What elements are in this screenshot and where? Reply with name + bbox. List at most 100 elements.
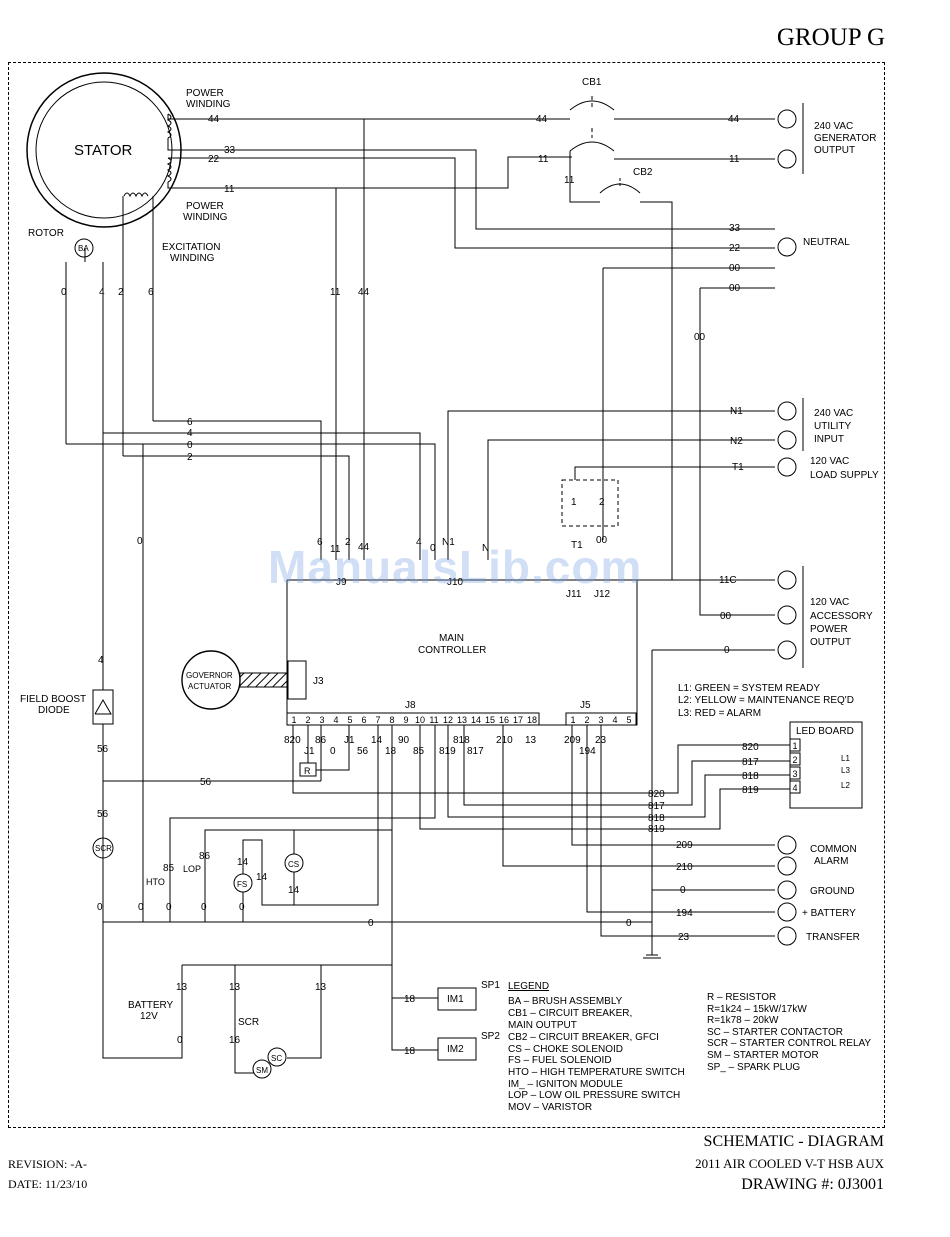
wire-number: 210 — [676, 862, 693, 873]
wire-number: 44 — [728, 114, 740, 125]
j3-label: J3 — [313, 676, 324, 687]
led-pin-3: 3 — [792, 769, 797, 779]
l3-label: L3 — [841, 766, 850, 775]
wire-number: 6 — [187, 417, 193, 428]
led-legend-l1: L1: GREEN = SYSTEM READY — [678, 683, 820, 694]
j8-pin-13: 13 — [457, 715, 467, 725]
legend-title: LEGEND — [508, 981, 549, 992]
battery-label-1: BATTERY — [128, 1000, 174, 1011]
wire-number: MOV – VARISTOR — [508, 1102, 592, 1113]
utility-1: 240 VAC — [814, 408, 853, 419]
l1-label: L1 — [841, 754, 850, 763]
j5-pin-2: 2 — [584, 715, 589, 725]
wire-number: 818 — [742, 771, 759, 782]
wire-number: 2 — [599, 497, 605, 508]
j8-pin-11: 11 — [429, 715, 438, 725]
j5-pin-5: 5 — [626, 715, 631, 725]
j8-pin-1: 1 — [291, 715, 296, 725]
output-lamps — [777, 109, 797, 946]
j8-pin-7: 7 — [375, 715, 380, 725]
wire-number: 0 — [330, 746, 336, 757]
wire-number: FS – FUEL SOLENOID — [508, 1055, 612, 1066]
wire-number: 820 — [284, 735, 301, 746]
wire-number: 0 — [680, 885, 686, 896]
wire-number: 818 — [648, 813, 665, 824]
wire-number: 44 — [536, 114, 548, 125]
wire-number: 6 — [148, 287, 154, 298]
common-alarm-1: COMMON — [810, 844, 857, 855]
wire-number: 0 — [187, 440, 193, 451]
j8-pin-2: 2 — [305, 715, 310, 725]
wire-number: 33 — [729, 223, 741, 234]
j12-label: J12 — [594, 589, 611, 600]
wire-number: 817 — [467, 746, 484, 757]
wire-number: 22 — [208, 154, 220, 165]
wire-number: LOP – LOW OIL PRESSURE SWITCH — [508, 1090, 680, 1101]
led-legend-l3: L3: RED = ALARM — [678, 708, 761, 719]
led-legend-l2: L2: YELLOW = MAINTENANCE REQ'D — [678, 695, 854, 706]
cs-label: CS — [288, 860, 299, 869]
wire-number: 85 — [413, 746, 425, 757]
wire-number: 90 — [398, 735, 410, 746]
wire-number: 00 — [720, 611, 732, 622]
acc-4: OUTPUT — [810, 637, 851, 648]
wire-number: IM_ – IGNITON MODULE — [508, 1079, 623, 1090]
wire-number: J1 — [304, 746, 315, 757]
wire-number: 86 — [315, 735, 327, 746]
wire-number: SCR – STARTER CONTROL RELAY — [707, 1038, 871, 1049]
wire-number: J1 — [344, 735, 355, 746]
power-winding2-label-1: POWER — [186, 201, 224, 212]
j8-pin-18: 18 — [527, 715, 537, 725]
wire-number: 16 — [229, 1035, 241, 1046]
wire-number: 56 — [357, 746, 369, 757]
wire-number: 0 — [626, 918, 632, 929]
j9-label: J9 — [336, 577, 347, 588]
wire-number: N — [482, 543, 489, 554]
wire-number: 56 — [97, 809, 109, 820]
wire-number: 14 — [371, 735, 383, 746]
j5-pin-3: 3 — [598, 715, 603, 725]
sm-label: SM — [256, 1066, 268, 1075]
j8-pin-8: 8 — [389, 715, 394, 725]
wire-number: 85 — [163, 863, 175, 874]
wire-number: R=1k24 – 15kW/17kW — [707, 1004, 807, 1015]
j8-pin-4: 4 — [333, 715, 338, 725]
wire-number: CB1 – CIRCUIT BREAKER, — [508, 1008, 632, 1019]
wire-number: 14 — [256, 872, 268, 883]
rotor-label: ROTOR — [28, 228, 64, 239]
wire-number: 18 — [385, 746, 397, 757]
j8-pin-9: 9 — [403, 715, 408, 725]
wire-number: 4 — [416, 537, 422, 548]
scr-relay-label: SCR — [238, 1017, 259, 1028]
wire-number: 11 — [729, 154, 740, 165]
j8-pin-17: 17 — [513, 715, 523, 725]
utility-2: UTILITY — [814, 421, 852, 432]
wire-number: T1 — [571, 540, 583, 551]
j8-pin-12: 12 — [443, 715, 453, 725]
power-winding2-label-2: WINDING — [183, 212, 228, 223]
j8-pin-5: 5 — [347, 715, 352, 725]
wire-number: R=1k78 – 20kW — [707, 1015, 779, 1026]
title-block-title: SCHEMATIC - DIAGRAM — [703, 1133, 884, 1150]
r-label: R — [304, 766, 311, 776]
watermark: ManualsLib.com — [268, 541, 643, 593]
wire-number: T1 — [732, 462, 744, 473]
controller-1: MAIN — [439, 633, 464, 644]
title-block-model: 2011 AIR COOLED V-T HSB AUX — [695, 1156, 884, 1171]
wire-number: 2 — [118, 287, 124, 298]
wire-number: 1 — [571, 497, 577, 508]
sp1-label: SP1 — [481, 980, 500, 991]
wire-number: 14 — [237, 857, 249, 868]
battery-plus-label: + BATTERY — [802, 908, 856, 919]
wire-number: 00 — [694, 332, 706, 343]
acc-3: POWER — [810, 624, 848, 635]
drawing-frame — [8, 62, 885, 1128]
scr-label: SCR — [95, 844, 112, 853]
gov-2: ACTUATOR — [188, 682, 231, 691]
sp2-label: SP2 — [481, 1031, 500, 1042]
fs-label: FS — [237, 880, 247, 889]
wire-number: 44 — [358, 287, 370, 298]
